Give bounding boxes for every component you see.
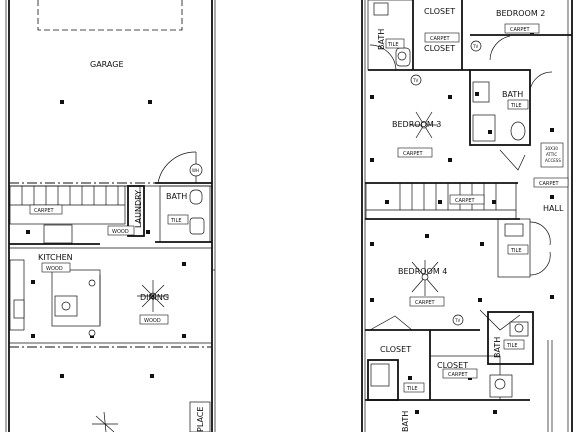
floor-tag-wood: WOOD: [144, 318, 161, 324]
floor-tag-tile: TILE: [387, 42, 398, 48]
floor-tag-tile: TILE: [510, 103, 521, 109]
floor-tag-carpet: CARPET: [403, 151, 424, 157]
floor-tag-carpet: CARPET: [448, 372, 469, 378]
room-label-bath: BATH: [493, 337, 502, 358]
floor-tag-carpet: CARPET: [455, 198, 476, 204]
floor-tag-carpet: CARPET: [415, 300, 436, 306]
room-label-bedroom4: BEDROOM 4: [398, 267, 447, 276]
room-label-bedroom3: BEDROOM 3: [392, 120, 441, 129]
floor-tag-tile: TILE: [510, 248, 521, 254]
ceiling-fan-icon: [137, 280, 169, 312]
room-label-place: PLACE: [196, 407, 205, 432]
room-label-closet: CLOSET: [424, 44, 455, 53]
tv-label: TV: [454, 318, 460, 323]
attic-note-line: 30X30: [545, 146, 558, 151]
room-label-closet: CLOSET: [380, 345, 411, 354]
attic-note-line: ATTIC: [546, 152, 557, 157]
wh-label: WH: [192, 168, 199, 173]
tv-label: TV: [472, 44, 478, 49]
room-label-laundry: LAUNDRY: [134, 190, 143, 228]
floor-tag-tile: TILE: [170, 218, 181, 224]
room-label-bath: BATH: [502, 90, 523, 99]
ceiling-fan-icon: [410, 111, 438, 139]
room-label-bath: BATH: [401, 411, 410, 432]
floor-tag-carpet: CARPET: [539, 181, 560, 187]
floor-tag-carpet: CARPET: [510, 27, 531, 33]
floor-tag-carpet: CARPET: [34, 208, 55, 214]
tv-label: TV: [412, 78, 418, 83]
room-label-garage: GARAGE: [90, 60, 124, 69]
stairs-ground: [9, 185, 141, 225]
room-label-closet: CLOSET: [424, 7, 455, 16]
ceiling-fan-icon: [92, 411, 118, 432]
room-label-bath: BATH: [166, 192, 187, 201]
labels: GARAGE KITCHEN DINING BATH LAUNDRY PLACE…: [29, 7, 569, 432]
floor-tag-carpet: CARPET: [430, 36, 451, 42]
room-label-hall: HALL: [543, 204, 564, 213]
floor-tag-wood: WOOD: [112, 229, 129, 235]
floor-tag-wood: WOOD: [46, 266, 63, 272]
ground-floor: [5, 0, 216, 432]
ceiling-fan-icon: [411, 260, 439, 296]
floor-tag-tile: TILE: [406, 386, 417, 392]
floor-tag-tile: TILE: [506, 343, 517, 349]
room-label-dining: DINING: [140, 293, 169, 302]
upper-floor: [361, 0, 573, 432]
room-label-bath: BATH: [377, 29, 386, 50]
room-label-kitchen: KITCHEN: [38, 253, 73, 262]
attic-note-line: ACCESS: [545, 158, 561, 163]
room-label-bedroom2: BEDROOM 2: [496, 9, 545, 18]
room-label-closet: CLOSET: [437, 361, 468, 370]
